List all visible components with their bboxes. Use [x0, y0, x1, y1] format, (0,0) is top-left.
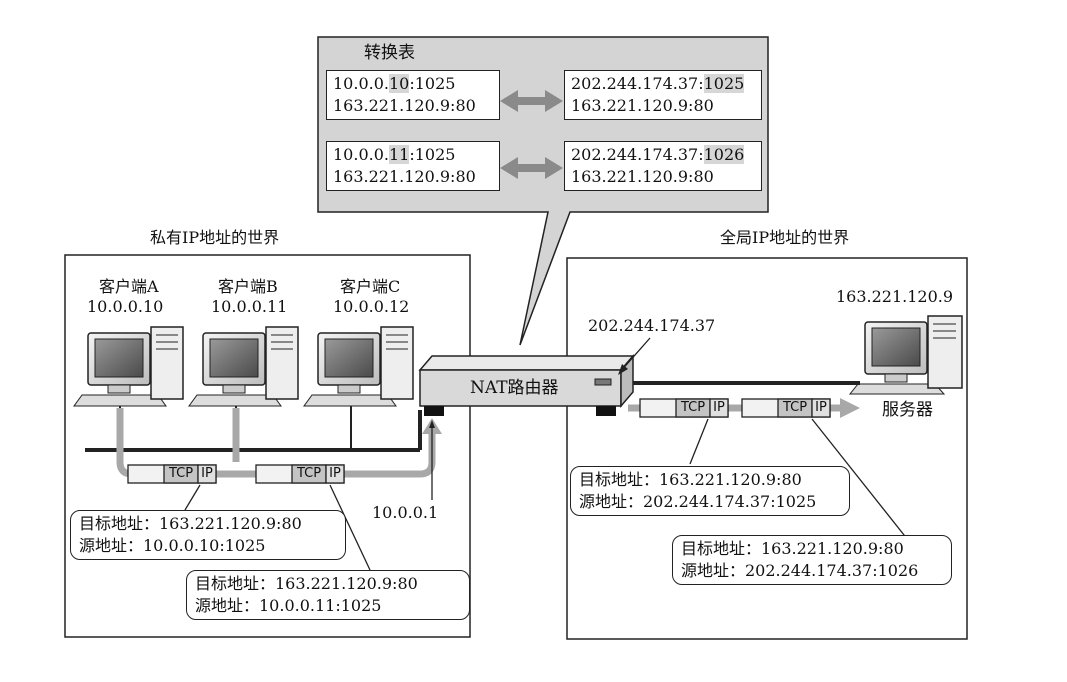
table-row1-global: 202.244.174.37:1025 163.221.120.9:80	[564, 70, 762, 120]
global-packet2-info: 目标地址：163.221.120.9:80 源地址：202.244.174.37…	[672, 535, 952, 585]
global-packet-1-ip-label: IP	[713, 400, 725, 415]
client-computer-b	[188, 326, 299, 407]
translation-table-title: 转换表	[364, 43, 415, 63]
router-outer-ip: 202.244.174.37	[588, 316, 716, 335]
nat-router-label: NAT路由器	[470, 378, 559, 398]
client-c-ip: 10.0.0.12	[333, 297, 410, 316]
global-packet-1	[639, 398, 729, 418]
client-b-name: 客户端B	[218, 277, 278, 296]
mapping-arrow-1	[500, 90, 563, 112]
private-packet-1-ip-label: IP	[201, 466, 213, 481]
table-row2-private: 10.0.0.11:1025 163.221.120.9:80	[326, 141, 500, 191]
global-packet-2	[741, 398, 831, 418]
private-packet2-info: 目标地址：163.221.120.9:80 源地址：10.0.0.11:1025	[186, 570, 470, 620]
client-a-ip: 10.0.0.10	[87, 297, 164, 316]
global-packet-2-ip-label: IP	[815, 400, 827, 415]
server-ip: 163.221.120.9	[836, 287, 954, 306]
nat-router	[418, 353, 635, 416]
client-b-ip: 10.0.0.11	[211, 297, 288, 316]
private-packet-2-ip-label: IP	[329, 466, 341, 481]
server-label: 服务器	[882, 400, 933, 420]
private-packet-1	[127, 464, 217, 484]
private-world-title: 私有IP地址的世界	[150, 228, 280, 247]
client-c-name: 客户端C	[340, 277, 401, 296]
mapping-arrow-2	[500, 157, 563, 179]
private-packet1-info: 目标地址：163.221.120.9:80 源地址：10.0.0.10:1025	[70, 510, 346, 560]
private-packet-2	[255, 464, 345, 484]
client-computer-c	[303, 326, 414, 407]
private-packet-1-tcp-label: TCP	[168, 466, 194, 481]
global-packet1-info: 目标地址：163.221.120.9:80 源地址：202.244.174.37…	[570, 466, 850, 516]
client-a-name: 客户端A	[99, 277, 159, 296]
global-packet-1-tcp-label: TCP	[680, 400, 706, 415]
table-row2-global: 202.244.174.37:1026 163.221.120.9:80	[564, 141, 762, 191]
private-packet-2-tcp-label: TCP	[296, 466, 322, 481]
server-computer	[848, 315, 963, 395]
table-row1-private: 10.0.0.10:1025 163.221.120.9:80	[326, 70, 500, 120]
global-packet-2-tcp-label: TCP	[782, 400, 808, 415]
client-computers	[73, 326, 414, 407]
client-computer-a	[73, 326, 184, 407]
packets	[127, 398, 831, 484]
router-inner-ip: 10.0.0.1	[372, 503, 439, 522]
global-world-title: 全局IP地址的世界	[720, 228, 850, 247]
